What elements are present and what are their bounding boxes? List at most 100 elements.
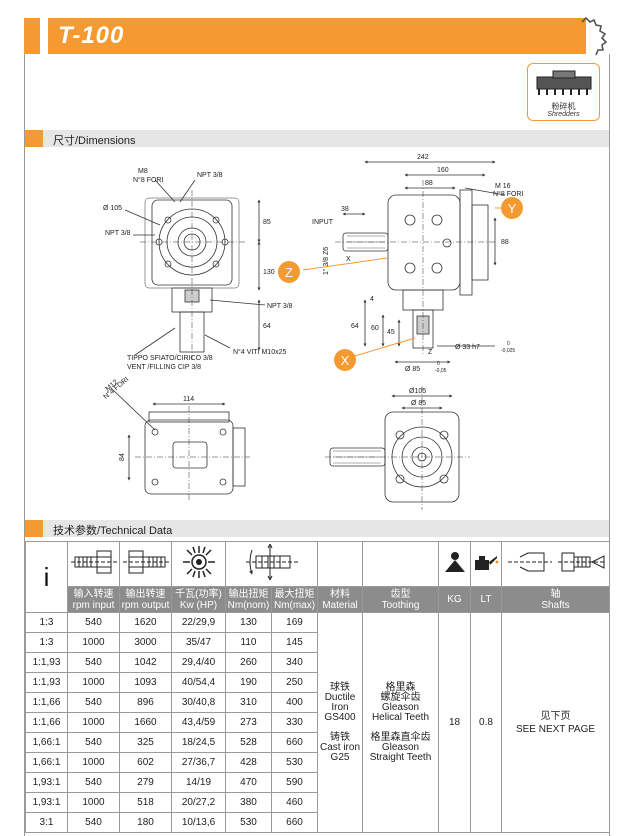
callout-y: Y xyxy=(501,197,523,219)
table-row: 1,93:1 540 279 14/19 470 590 xyxy=(25,772,610,793)
dimensions-title: 尺寸/Dimensions xyxy=(53,135,136,147)
toothing-b-cn: 格里森直伞齿 xyxy=(370,731,431,743)
label-m16: M 16 xyxy=(495,183,511,190)
cell-kw: 27/36,7 xyxy=(171,752,226,773)
shafts-note-en: SEE NEXT PAGE xyxy=(515,723,596,735)
cell-rpm-in: 540 xyxy=(67,732,120,753)
table-row: 1,66:1 1000 602 27/36,7 428 530 xyxy=(25,752,610,773)
toothing-a-en1: Gleason xyxy=(381,701,420,713)
label-n8-fori: N°8 FORI xyxy=(133,176,163,184)
cell-rpm-in: 540 xyxy=(67,652,120,673)
icon-row: i xyxy=(25,541,610,613)
label-input: INPUT xyxy=(312,219,334,226)
cell-rpm-in: 1000 xyxy=(67,712,120,733)
cell-nm: 273 xyxy=(225,712,272,733)
cell-rpm-out: 602 xyxy=(119,752,172,773)
label-dia33: Ø 33 h7 xyxy=(455,344,480,351)
toothing-b-en1: Gleason xyxy=(381,741,420,753)
material-icon-cell xyxy=(317,541,363,587)
label-dim85: 85 xyxy=(263,219,271,226)
oil-can-icon xyxy=(475,555,499,570)
cell-nm-max: 250 xyxy=(271,672,318,693)
cell-rpm-out: 896 xyxy=(119,692,172,713)
toothing-a-cn1: 格里森 xyxy=(385,681,416,693)
badge-en-label: Shredders xyxy=(547,111,580,118)
label-tol33-upper: 0 xyxy=(507,341,510,347)
label-npt-top: NPT 3/8 xyxy=(197,172,223,179)
technical-section-header: 技术参数/Technical Data xyxy=(25,520,609,537)
cell-nm: 110 xyxy=(225,632,272,653)
page-frame xyxy=(24,54,610,836)
cell-ratio: 1,66:1 xyxy=(25,732,68,753)
label-m8: M8 xyxy=(138,168,148,175)
cell-nm-max: 660 xyxy=(271,732,318,753)
material-cell: 球铁 Ductile Iron GS400 铸铁 Cast iron G25 xyxy=(317,612,363,833)
cell-nm: 428 xyxy=(225,752,272,773)
cell-nm-max: 590 xyxy=(271,772,318,793)
cell-kw: 29,4/40 xyxy=(171,652,226,673)
front-view-drawing xyxy=(124,179,266,360)
cell-rpm-in: 1000 xyxy=(67,752,120,773)
table-row: 1:1,66 540 896 30/40,8 310 400 xyxy=(25,692,610,713)
cell-rpm-out: 180 xyxy=(119,812,172,833)
label-dim84: 84 xyxy=(119,453,126,461)
cell-rpm-out: 1093 xyxy=(119,672,172,693)
input-shaft-icon xyxy=(70,550,117,573)
toothing-icon-cell xyxy=(362,541,439,587)
label-shaft-spline: 1" 3/8 Z6 xyxy=(323,247,330,275)
label-dia85-rear: Ø 85 xyxy=(411,400,426,407)
cell-kw: 22/29,9 xyxy=(171,612,226,633)
material-b-en1: Cast iron xyxy=(319,741,360,753)
callout-z-letter: Z xyxy=(285,265,293,280)
cell-nm-max: 460 xyxy=(271,792,318,813)
dimensions-section-header: 尺寸/Dimensions xyxy=(25,130,609,147)
label-dim88: 88 xyxy=(425,180,433,187)
top-view-drawing xyxy=(110,387,250,502)
application-badge: 粉碎机 Shredders xyxy=(527,63,600,121)
gear-icon xyxy=(581,16,608,56)
label-dim242: 242 xyxy=(417,154,429,161)
shredder-icon xyxy=(536,70,591,95)
label-tol33-lower: -0,025 xyxy=(501,348,515,354)
label-dia105-rear: Ø105 xyxy=(409,388,426,395)
cell-rpm-out: 1660 xyxy=(119,712,172,733)
cell-ratio: 1:3 xyxy=(25,612,68,633)
torque-icon-cell xyxy=(225,541,318,587)
title-bar: T-100 xyxy=(24,18,586,54)
col-kg: KG xyxy=(438,586,471,613)
technical-data-table: i xyxy=(25,541,610,833)
section-mark xyxy=(25,130,43,147)
label-dim88-vertical: 88 xyxy=(501,239,509,246)
table-row: 1:1,93 1000 1093 40/54,4 190 250 xyxy=(25,672,610,693)
cell-rpm-in: 540 xyxy=(67,812,120,833)
page-title: T-100 xyxy=(58,22,125,49)
label-vent-en: VENT /FILLING CIP 3/8 xyxy=(127,364,201,371)
cell-nm: 130 xyxy=(225,612,272,633)
label-viti: N°4 VITI M10x25 xyxy=(233,348,286,356)
cell-rpm-out: 3000 xyxy=(119,632,172,653)
label-x-axis: X xyxy=(346,256,351,263)
cell-ratio: 1:1,66 xyxy=(25,692,68,713)
cell-kw: 20/27,2 xyxy=(171,792,226,813)
cell-nm: 470 xyxy=(225,772,272,793)
material-a-cn: 球铁 xyxy=(330,681,350,693)
label-n8-fori-right: N°8 FORI xyxy=(493,190,523,198)
toothing-cell: 格里森 螺旋伞齿 Gleason Helical Teeth 格里森直伞齿 Gl… xyxy=(362,612,439,833)
label-npt-right: NPT 3/8 xyxy=(267,303,293,310)
weight-icon-cell xyxy=(438,541,471,587)
label-dim45: 45 xyxy=(387,329,395,336)
cell-nm-max: 530 xyxy=(271,752,318,773)
cell-nm: 310 xyxy=(225,692,272,713)
cell-rpm-in: 1000 xyxy=(67,792,120,813)
callout-x-letter: X xyxy=(341,353,350,368)
callout-y-letter: Y xyxy=(508,201,517,216)
table-row: 1,66:1 540 325 18/24,5 528 660 xyxy=(25,732,610,753)
toothing-a-cn2: 螺旋伞齿 xyxy=(380,691,421,703)
torque-icon xyxy=(245,542,298,581)
cell-kw: 10/13,6 xyxy=(171,812,226,833)
